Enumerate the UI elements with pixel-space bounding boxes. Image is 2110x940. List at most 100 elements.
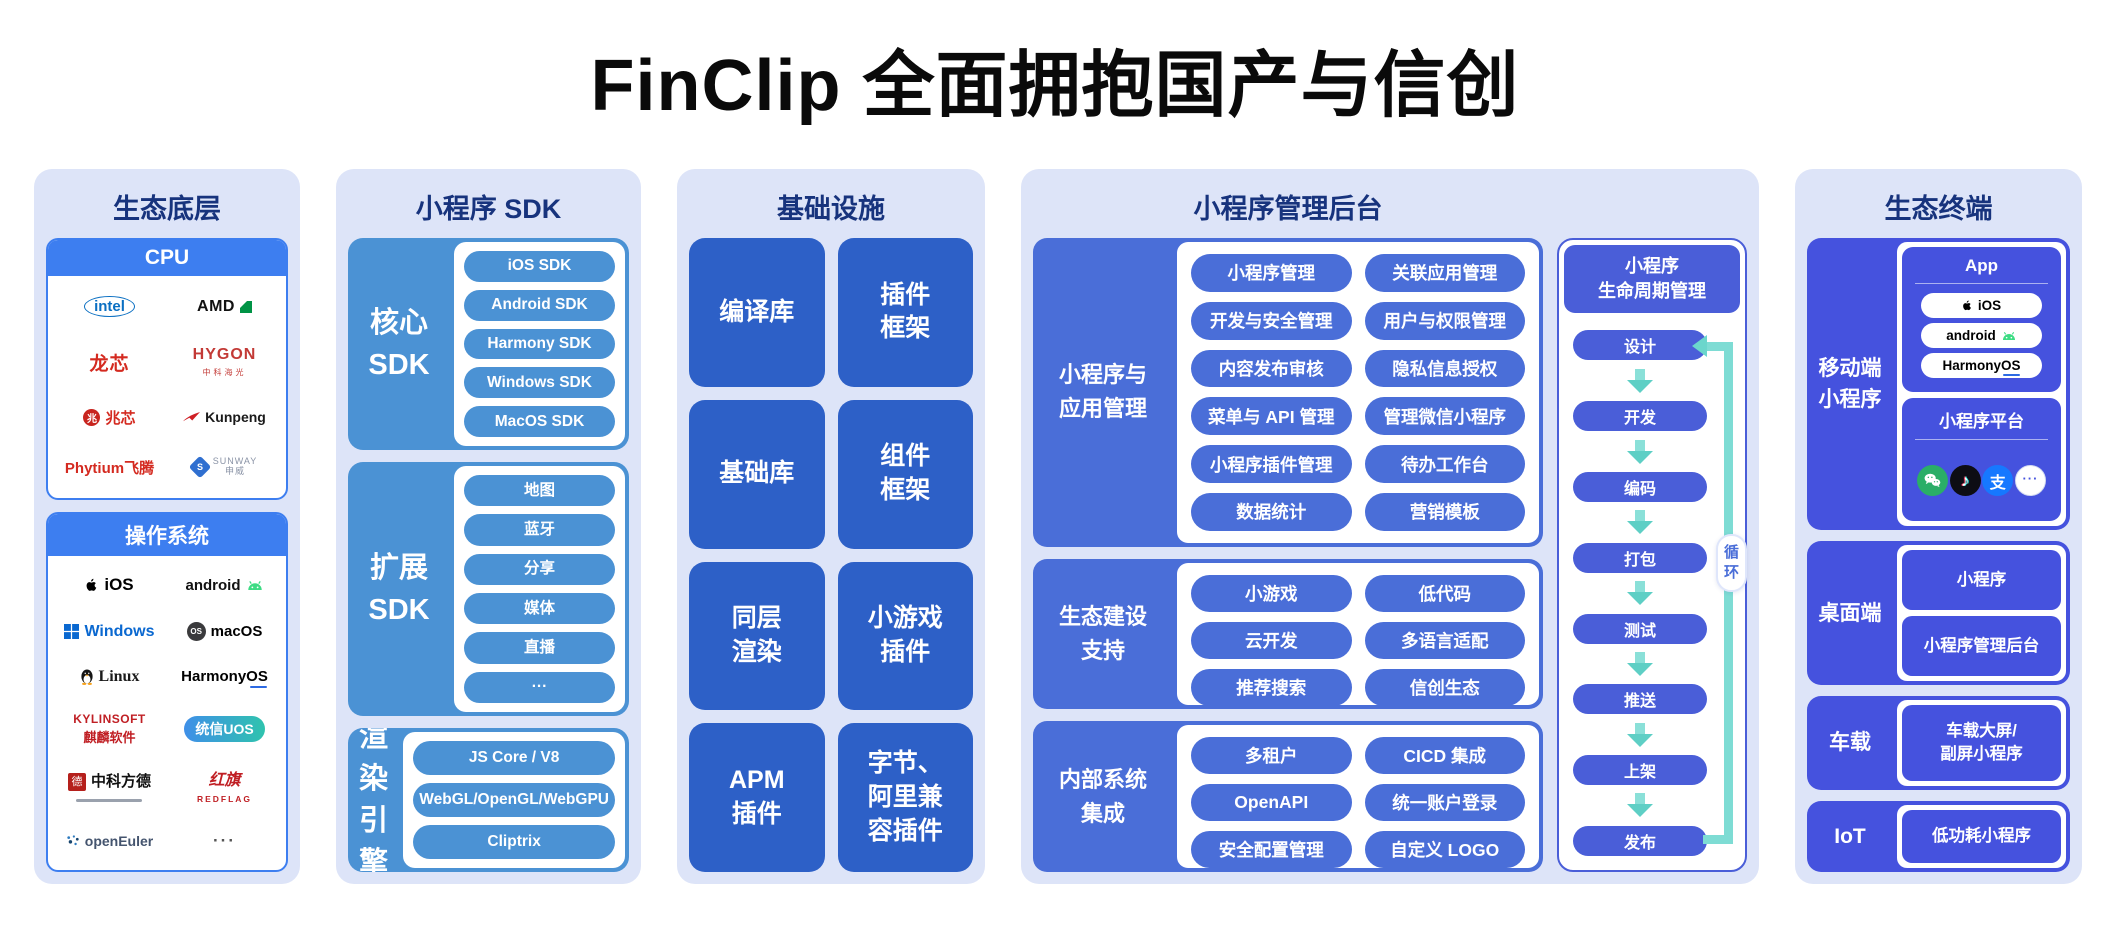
kylinsoft-logo: KYLINSOFT 麒麟软件 [73,711,146,745]
loop-label-badge: 循环 [1716,533,1747,592]
hygon-logo: HYGON 中科海光 [192,346,257,377]
terminal-row-car: 车载 车载大屏/ 副屏小程序 [1807,696,2070,791]
infrastructure-cell: 组件 框架 [837,399,973,549]
car-items: 车载大屏/ 副屏小程序 [1897,700,2066,787]
sdk-group-items: JS Core / V8 WebGL/OpenGL/WebGPU Cliptrix [403,731,625,869]
admin-pill: 低代码 [1364,574,1525,612]
sdk-pill: WebGL/OpenGL/WebGPU [413,783,615,818]
admin-pill: 待办工作台 [1364,445,1525,483]
admin-pill: 关联应用管理 [1364,254,1525,292]
sdk-pill: JS Core / V8 [413,740,615,775]
down-arrow-icon [1627,510,1653,535]
sdk-pill: 直播 [464,632,615,664]
os-card-header: 操作系统 [48,514,286,556]
zhaoxin-icon: 兆 [83,408,101,426]
admin-pill: CICD 集成 [1364,737,1525,775]
admin-pill: OpenAPI [1191,784,1352,822]
terminal-box: 车载大屏/ 副屏小程序 [1902,705,2061,782]
terminal-label: 桌面端 [1818,601,1882,625]
more-os-ellipsis: ··· [213,830,236,850]
kunpeng-logo: Kunpeng [183,409,266,425]
terminal-box: 小程序管理后台 [1902,616,2061,677]
panel-header: 小程序管理后台 [1193,194,1383,224]
sdk-pill: 媒体 [464,592,615,625]
lifecycle-flow: 循环 设计开发编码打包测试推送上架发布 [1559,318,1747,870]
sdk-group-extension: 扩展 SDK 地图蓝牙分享媒体直播··· [348,461,629,716]
platform-subcard: 小程序平台 ♪ 支 ··· [1902,398,2061,522]
admin-pill: 统一账户登录 [1364,784,1525,822]
admin-pill: 多租户 [1191,737,1352,775]
down-arrow-icon [1627,651,1653,676]
app-pill-android: android [1921,323,2042,348]
admin-pill: 小程序插件管理 [1191,445,1352,483]
admin-pill: 安全配置管理 [1191,831,1352,869]
lifecycle-header: 小程序 生命周期管理 [1564,245,1740,314]
linux-logo: Linux [80,668,139,686]
app-title: App [1964,256,1999,275]
sdk-pill: 地图 [464,474,615,507]
app-pill-ios: iOS [1921,293,2042,318]
infrastructure-cell: 小游戏 插件 [837,561,973,711]
admin-pill: 数据统计 [1191,492,1352,531]
loongson-logo: 龙芯 [89,353,130,375]
lifecycle-step: 编码 [1573,471,1707,502]
section-items: 小程序管理关联应用管理开发与安全管理用户与权限管理内容发布审核隐私信息授权菜单与… [1177,242,1539,543]
down-arrow-icon [1627,793,1653,818]
panel-header: 小程序 SDK [415,194,562,224]
cpu-card: CPU intel AMD 龙芯 HYGON 中科海光 兆 兆芯 [46,238,288,500]
down-arrow-icon [1627,368,1653,393]
admin-pill: 推荐搜索 [1191,668,1352,706]
panel-header: 生态终端 [1884,194,1993,224]
sdk-group-label: 核心 SDK [368,306,430,381]
admin-pill: 多语言适配 [1364,621,1525,659]
section-items: 小游戏低代码云开发多语言适配推荐搜索信创生态 [1177,562,1539,706]
infrastructure-cell: 插件 框架 [837,238,973,387]
intel-logo: intel [84,296,135,318]
os-card: 操作系统 iOS android Windows OS [46,512,288,872]
macos-icon: OS [186,622,206,642]
alipay-icon: 支 [1982,465,2014,497]
admin-pill: 云开发 [1191,621,1352,659]
android-robot-icon [2002,331,2015,340]
openeuler-logo: openEuler [66,833,153,849]
admin-pill: 小程序管理 [1191,254,1352,292]
admin-pill: 信创生态 [1364,668,1525,706]
tux-penguin-icon [80,669,93,686]
sdk-pill: iOS SDK [464,251,615,282]
loop-arrow-top [1705,342,1733,352]
windows-logo: Windows [64,623,155,641]
phytium-logo: Phytium飞腾 [64,459,155,477]
infrastructure-cell: 编译库 [689,238,825,387]
lifecycle-step: 推送 [1573,684,1707,715]
panel-ecosystem-base: 生态底层 CPU intel AMD 龙芯 HYGON 中科海光 兆 [34,169,300,884]
harmonyos-logo: HarmonyOS [181,668,268,689]
sdk-pill: Cliptrix [413,825,615,860]
terminal-box: 低功耗小程序 [1902,810,2061,864]
lifecycle-step: 上架 [1573,755,1707,786]
terminal-label: 车载 [1829,731,1871,755]
iot-items: 低功耗小程序 [1897,805,2066,869]
admin-pill: 用户与权限管理 [1364,301,1525,340]
sdk-group-label: 渲染 引擎 [359,727,389,873]
fangde-logo: 德 中科方德 [67,773,151,803]
admin-pill: 菜单与 API 管理 [1191,397,1352,436]
desktop-items: 小程序小程序管理后台 [1897,545,2066,682]
terminal-row-mobile: 移动端 小程序 App iOS android [1807,238,2070,531]
admin-sections: 小程序与 应用管理 小程序管理关联应用管理开发与安全管理用户与权限管理内容发布审… [1033,238,1543,873]
douyin-icon: ♪ [1949,465,1981,497]
panel-header: 生态底层 [113,194,221,224]
section-ecosystem-support: 生态建设 支持 小游戏低代码云开发多语言适配推荐搜索信创生态 [1033,558,1543,710]
android-logo: android [186,577,264,594]
sunway-logo: S SUNWAY 申威 [188,455,258,479]
fangde-subtext-bar [76,799,143,803]
down-arrow-icon [1627,439,1653,464]
kunpeng-bird-icon [183,412,201,422]
zhaoxin-logo: 兆 兆芯 [83,407,136,428]
more-platforms-icon: ··· [2014,465,2046,497]
redflag-logo: 红旗 REDFLAG [196,771,253,804]
